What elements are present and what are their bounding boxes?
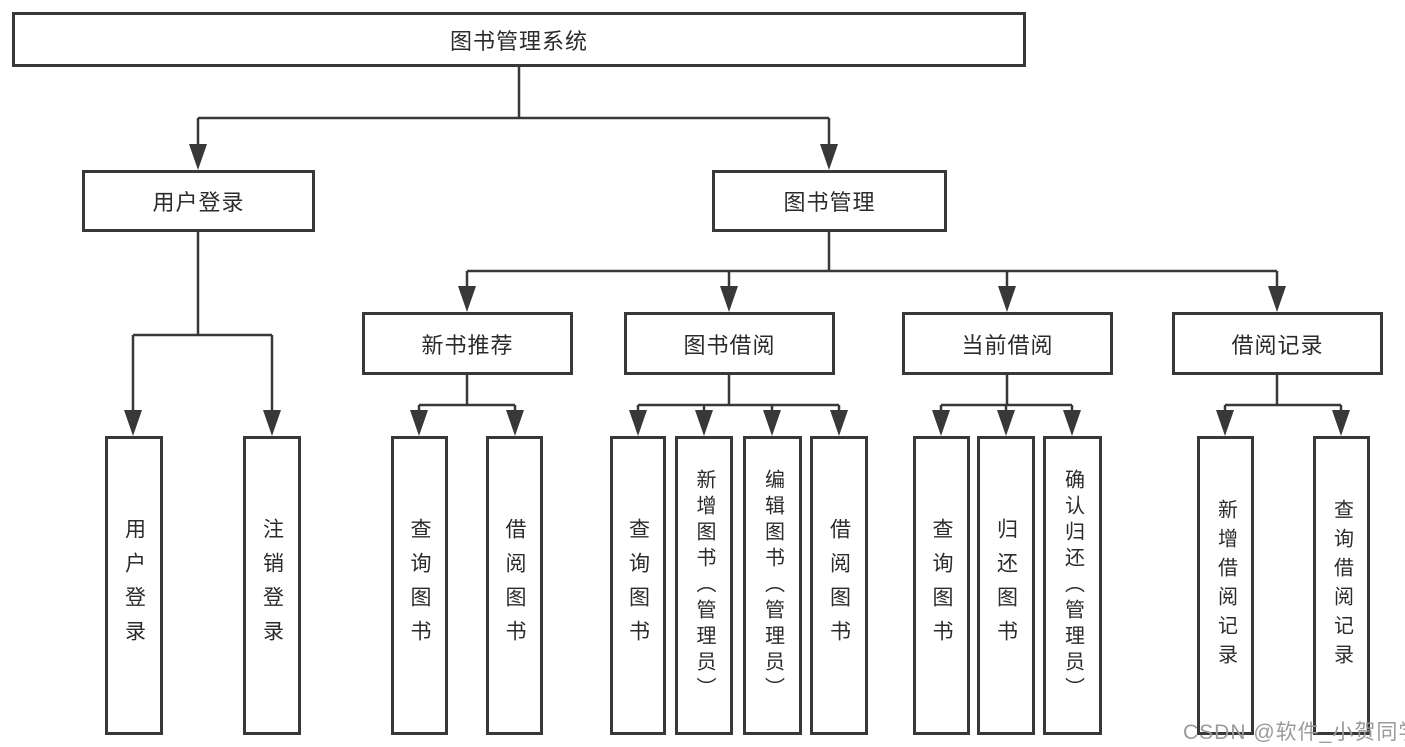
node-label: 当前借阅 bbox=[961, 332, 1054, 358]
node-label: 用户登录 bbox=[152, 190, 245, 215]
leaf-return-books: 归还图书 bbox=[977, 436, 1035, 735]
node-current-borrow: 当前借阅 bbox=[902, 312, 1113, 375]
node-label: 归还图书 bbox=[994, 517, 1018, 654]
csdn-watermark: CSDN @软件_小贺同学 bbox=[1183, 721, 1405, 744]
leaf-query-books-borrow: 查询图书 bbox=[610, 436, 666, 735]
node-label: 新增借阅记录 bbox=[1214, 498, 1237, 673]
node-root-library-system: 图书管理系统 bbox=[12, 12, 1026, 67]
node-label: 图书管理系统 bbox=[449, 28, 588, 54]
node-borrow-records: 借阅记录 bbox=[1172, 312, 1383, 375]
node-label: 新书推荐 bbox=[421, 332, 514, 358]
node-label: 图书借阅 bbox=[683, 332, 776, 358]
node-label: 新增图书（管理员） bbox=[693, 468, 715, 703]
leaf-query-books-current: 查询图书 bbox=[913, 436, 970, 735]
leaf-query-borrow-record: 查询借阅记录 bbox=[1313, 436, 1370, 735]
node-label: 查询图书 bbox=[626, 517, 650, 654]
node-user-login: 用户登录 bbox=[82, 170, 315, 232]
node-label: 查询借阅记录 bbox=[1330, 498, 1353, 673]
node-label: 查询图书 bbox=[408, 517, 431, 654]
node-label: 编辑图书（管理员） bbox=[761, 468, 784, 703]
node-label: 查询图书 bbox=[930, 517, 953, 654]
leaf-borrow-books: 借阅图书 bbox=[810, 436, 868, 735]
leaf-confirm-return-admin: 确认归还（管理员） bbox=[1043, 436, 1102, 735]
leaf-add-borrow-record: 新增借阅记录 bbox=[1197, 436, 1254, 735]
leaf-query-books-recommend: 查询图书 bbox=[391, 436, 448, 735]
leaf-borrow-books-recommend: 借阅图书 bbox=[486, 436, 543, 735]
node-book-borrow: 图书借阅 bbox=[624, 312, 835, 375]
node-label: 借阅记录 bbox=[1231, 332, 1324, 358]
node-label: 借阅图书 bbox=[503, 517, 526, 654]
node-label: 用户登录 bbox=[122, 517, 146, 654]
node-label: 借阅图书 bbox=[827, 517, 851, 654]
leaf-user-login: 用户登录 bbox=[105, 436, 163, 735]
node-label: 图书管理 bbox=[783, 190, 876, 215]
node-label: 确认归还（管理员） bbox=[1061, 468, 1084, 703]
node-new-book-recommend: 新书推荐 bbox=[362, 312, 573, 375]
leaf-add-books-admin: 新增图书（管理员） bbox=[675, 436, 733, 735]
leaf-logout-login: 注销登录 bbox=[243, 436, 301, 735]
node-label: 注销登录 bbox=[260, 517, 284, 654]
node-book-management: 图书管理 bbox=[712, 170, 947, 232]
leaf-edit-books-admin: 编辑图书（管理员） bbox=[743, 436, 802, 735]
